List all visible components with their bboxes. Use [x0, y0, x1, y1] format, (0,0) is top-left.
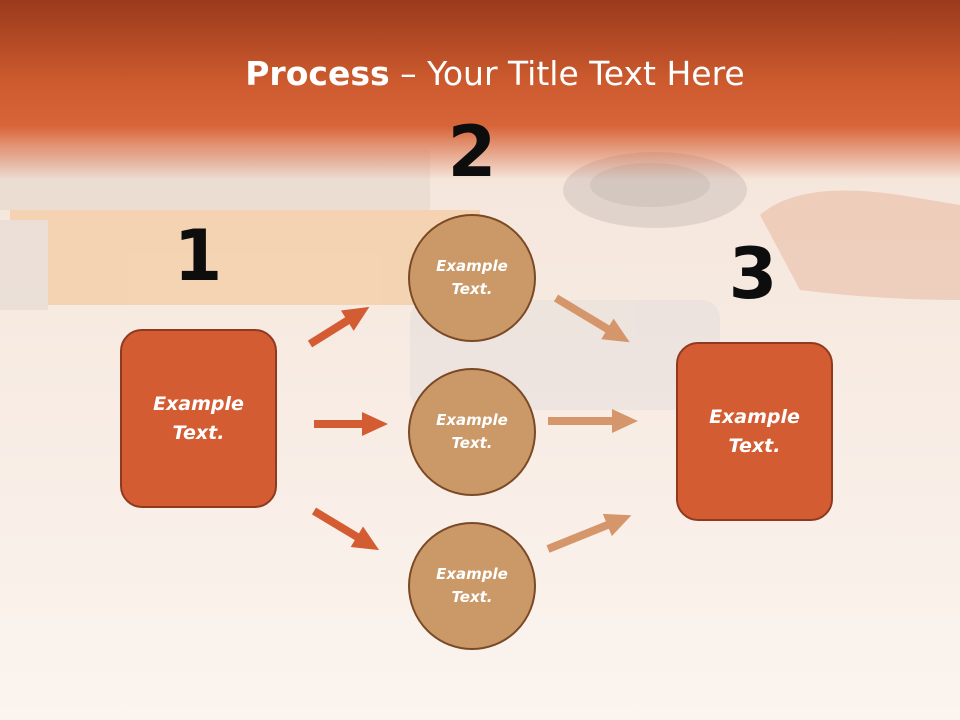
- step-number-3: 3: [728, 233, 778, 315]
- step-2-circle-3-text: Example Text.: [436, 565, 508, 606]
- step-2-circle-2: Example Text.: [408, 368, 536, 496]
- step-number-2: 2: [447, 111, 497, 193]
- step-2-circle-1-text: Example Text.: [436, 257, 508, 298]
- step-1-text: Example Text.: [153, 392, 244, 444]
- step-number-1: 1: [173, 215, 223, 297]
- title-rest: – Your Title Text Here: [389, 54, 745, 93]
- step-3-text: Example Text.: [709, 405, 800, 457]
- step-2-circle-3: Example Text.: [408, 522, 536, 650]
- title-bold: Process: [245, 54, 390, 93]
- step-3-box: Example Text.: [676, 342, 833, 521]
- step-1-box: Example Text.: [120, 329, 277, 508]
- slide-title: Process – Your Title Text Here: [0, 52, 960, 96]
- step-2-circle-1: Example Text.: [408, 214, 536, 342]
- step-2-circle-2-text: Example Text.: [436, 411, 508, 452]
